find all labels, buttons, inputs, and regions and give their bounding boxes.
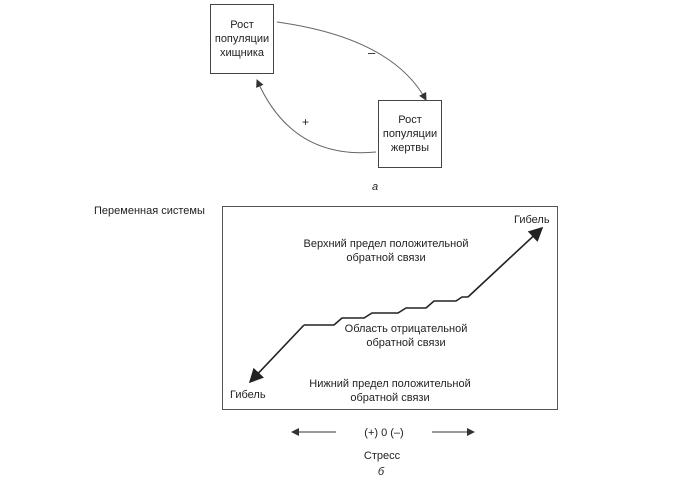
prey-growth-box: Рост популяции жертвы <box>378 100 442 168</box>
stress-label: Стресс <box>363 450 401 462</box>
predator-growth-label: Рост популяции хищника <box>214 19 270 59</box>
caption-a: а <box>372 181 379 193</box>
caption-b: б <box>377 466 385 478</box>
negative-arrow <box>276 21 427 101</box>
prey-growth-label: Рост популяции жертвы <box>382 114 438 154</box>
death-label-top: Гибель <box>514 214 550 226</box>
upper-limit-label: Верхний предел положительной обратной св… <box>303 238 469 264</box>
feedback-loop-arrows <box>256 21 427 154</box>
predator-growth-box: Рост популяции хищника <box>210 4 274 74</box>
negative-sign: – <box>368 45 376 60</box>
falling-to-lower-death <box>248 324 305 384</box>
stability-line <box>304 296 468 326</box>
negative-region-label: Область отрицательной обратной связи <box>344 323 468 349</box>
positive-arrow <box>256 79 377 154</box>
stress-scale: (+) 0 (–) <box>364 427 404 439</box>
positive-sign: + <box>302 115 310 129</box>
stability-frame <box>222 206 558 410</box>
lower-limit-label: Нижний предел положительной обратной свя… <box>309 378 471 404</box>
death-label-bottom: Гибель <box>230 389 266 401</box>
system-variable-label: Переменная системы <box>94 205 205 217</box>
rising-to-upper-death <box>467 226 544 298</box>
